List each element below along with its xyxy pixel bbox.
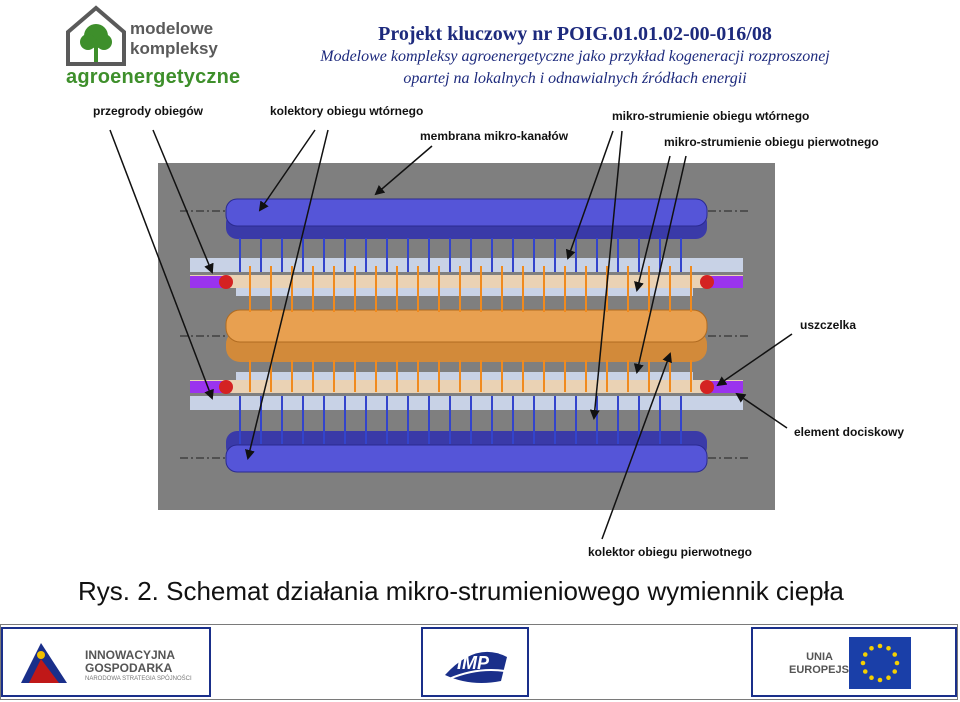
- leader-primary-collector: [601, 352, 672, 540]
- project-subtitle-line2: opartej na lokalnych i odnawialnych źród…: [403, 70, 747, 87]
- eu-star-icon: [862, 669, 868, 674]
- leader-secondary-collectors-2: [245, 129, 329, 460]
- leader-partitions-1: [109, 129, 214, 400]
- eu-star-icon: [869, 675, 874, 681]
- membrane-band-lower: [236, 372, 693, 380]
- ig-line3: NARODOWA STRATEGIA SPÓJNOŚCI: [85, 676, 192, 682]
- label-seal: uszczelka: [800, 318, 856, 332]
- ig-line1: INNOWACYJNA: [85, 648, 176, 662]
- micro-jets-group: [239, 238, 692, 444]
- leader-secondary-jets-1: [565, 130, 614, 260]
- label-secondary-jets: mikro-strumienie obiegu wtórnego: [612, 109, 809, 123]
- membrane-strip-lower: [190, 380, 743, 393]
- figure-caption: Rys. 2. Schemat działania mikro-strumien…: [78, 576, 844, 606]
- eu-star-icon: [862, 652, 868, 657]
- membrane-strip-upper: [190, 275, 743, 288]
- label-partitions: przegrody obiegów: [93, 104, 204, 118]
- seal-lower-left: [219, 380, 233, 394]
- seal-lower-right: [700, 380, 714, 394]
- eu-star-icon: [860, 660, 866, 666]
- eu-star-icon: [886, 645, 891, 651]
- leader-secondary-jets-2: [589, 130, 623, 420]
- eu-star-icon: [877, 643, 883, 649]
- leader-seal: [716, 333, 793, 387]
- label-secondary-collectors: kolektory obiegu wtórnego: [270, 104, 423, 118]
- imp-text: IMP: [457, 653, 490, 673]
- secondary-collector-bottom: [225, 444, 708, 473]
- membrane-band-upper: [236, 288, 693, 296]
- partition-plate-lower: [190, 396, 743, 410]
- leader-membrane: [374, 145, 433, 196]
- house-tree-icon: [66, 5, 126, 66]
- eu-star-icon: [892, 652, 898, 657]
- eu-star-icon: [877, 677, 883, 683]
- eu-star-icon: [894, 660, 900, 666]
- project-title: Projekt kluczowy nr POIG.01.01.02-00-016…: [378, 23, 772, 45]
- seal-upper-left: [219, 275, 233, 289]
- ig-flag-icon: [21, 643, 67, 683]
- label-pressure-element: element dociskowy: [794, 425, 904, 439]
- leader-primary-jets-1: [634, 155, 671, 292]
- pressure-element-upper-left: [190, 276, 228, 288]
- project-subtitle-line1: Modelowe kompleksy agroenergetyczne jako…: [320, 48, 830, 65]
- imp-emblem-icon: IMP: [445, 651, 507, 683]
- agroenergy-logo: modelowe kompleksy agroenergetyczne: [64, 2, 240, 94]
- pressure-element-lower-left: [190, 381, 228, 393]
- eu-line2: EUROPEJSKA: [789, 664, 865, 676]
- heat-exchanger-diagram: przegrody obiegów kolektory obiegu wtórn…: [93, 104, 904, 559]
- leader-pressure-element: [735, 392, 788, 429]
- pressure-element-lower-right: [705, 381, 743, 393]
- primary-collector: [225, 309, 708, 343]
- partition-plate-upper: [190, 258, 743, 272]
- eu-star-icon: [892, 669, 898, 674]
- label-membrane: membrana mikro-kanałów: [420, 129, 569, 143]
- pressure-element-upper-right: [705, 276, 743, 288]
- logo-text-line1: modelowe: [130, 19, 214, 38]
- leader-secondary-collectors-1: [258, 129, 316, 212]
- imp-logo: IMP: [421, 627, 529, 697]
- leader-partitions-2: [152, 129, 214, 274]
- label-primary-collector: kolektor obiegu pierwotnego: [588, 545, 752, 559]
- logo-text-line2: kompleksy: [130, 39, 218, 58]
- seal-upper-right: [700, 275, 714, 289]
- project-header: Projekt kluczowy nr POIG.01.01.02-00-016…: [225, 22, 925, 90]
- eu-star-icon: [869, 645, 874, 651]
- eu-line1: UNIA: [806, 651, 833, 663]
- leader-primary-jets-2: [633, 155, 687, 374]
- eu-star-icon: [886, 675, 891, 681]
- label-primary-jets: mikro-strumienie obiegu pierwotnego: [664, 135, 879, 149]
- ig-line2: GOSPODARKA: [85, 661, 173, 675]
- logo-text-line3: agroenergetyczne: [66, 66, 241, 88]
- eu-flag-icon: [849, 637, 911, 689]
- secondary-collector-top: [225, 198, 708, 227]
